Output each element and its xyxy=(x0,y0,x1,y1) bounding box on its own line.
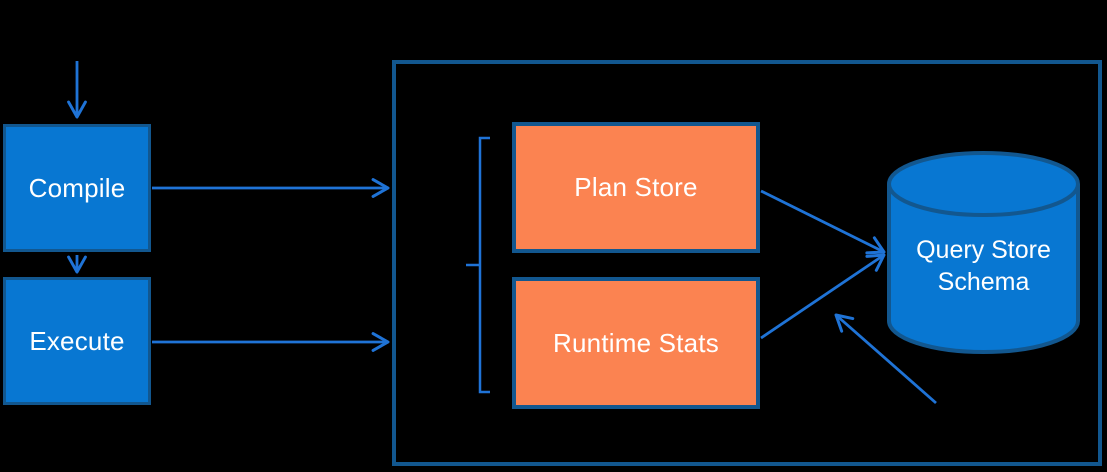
arrow-runtime-stats-to-schema xyxy=(760,253,886,340)
compile-label: Compile xyxy=(28,172,126,203)
arrow-annotation-from-bottom xyxy=(834,313,937,405)
database-cylinder-icon xyxy=(887,151,1080,354)
query-store-schema-label: Query Store Schema xyxy=(916,236,1051,296)
plan-store-label: Plan Store xyxy=(574,172,698,202)
execute-label: Execute xyxy=(29,325,125,356)
runtime-stats-label: Runtime Stats xyxy=(553,327,719,358)
compile-node: Compile xyxy=(3,124,151,252)
left-bracket-icon xyxy=(466,136,490,394)
query-store-container xyxy=(392,60,1102,466)
runtime-stats-node: Runtime Stats xyxy=(512,277,760,409)
execute-node: Execute xyxy=(3,277,151,405)
arrow-plan-store-to-schema xyxy=(760,189,886,255)
plan-store-node: Plan Store xyxy=(512,122,760,253)
